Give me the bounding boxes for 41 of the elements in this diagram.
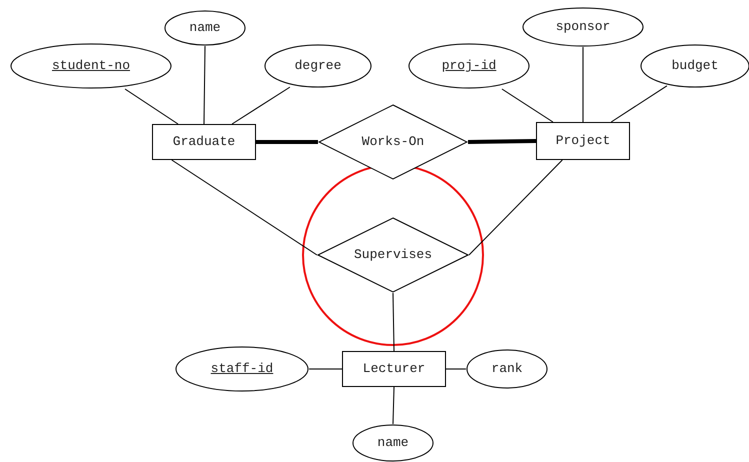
- attribute-ellipse: [264, 44, 372, 88]
- attribute-label: sponsor: [556, 18, 610, 36]
- connector-line: [308, 368, 342, 370]
- connector-line: [610, 85, 668, 122]
- entity-label: Lecturer: [362, 360, 426, 378]
- entity-label: Project: [556, 132, 610, 150]
- attribute-ellipse: [522, 7, 644, 47]
- attribute-label: name: [189, 19, 221, 38]
- connector-line: [392, 292, 394, 352]
- key-attribute-label: staff-id: [210, 360, 274, 378]
- attribute-ellipse: [408, 43, 530, 89]
- attribute-label: name: [377, 434, 409, 452]
- entity-label: Graduate: [172, 133, 236, 152]
- key-attribute-label: student-no: [52, 57, 130, 76]
- attribute-label: budget: [672, 57, 718, 76]
- relationship-diamond: [318, 104, 468, 180]
- connector-line: [392, 386, 394, 424]
- connector-line: [468, 160, 563, 256]
- connector-line: [501, 88, 554, 122]
- entity-box: [152, 124, 256, 160]
- connector-line: [204, 46, 206, 124]
- attribute-ellipse: [10, 43, 172, 89]
- attribute-ellipse: [175, 346, 309, 392]
- connector-line: [582, 46, 584, 122]
- attribute-label: rank: [491, 360, 523, 378]
- connector-line: [468, 139, 536, 144]
- connector-line: [256, 140, 318, 144]
- connector-line: [124, 88, 178, 124]
- connector-line: [232, 86, 290, 124]
- key-attribute-label: proj-id: [442, 57, 496, 76]
- attribute-ellipse: [352, 424, 434, 462]
- connector-line: [446, 368, 466, 370]
- connector-line: [171, 160, 318, 256]
- entity-box: [536, 122, 630, 160]
- attribute-label: degree: [294, 57, 342, 76]
- attribute-ellipse: [466, 349, 548, 389]
- relationship-label: Works-On: [362, 133, 424, 152]
- relationship-diamond: [317, 217, 469, 293]
- entity-box: [342, 351, 446, 387]
- attribute-ellipse: [164, 10, 246, 46]
- relationship-label: Supervises: [354, 246, 432, 264]
